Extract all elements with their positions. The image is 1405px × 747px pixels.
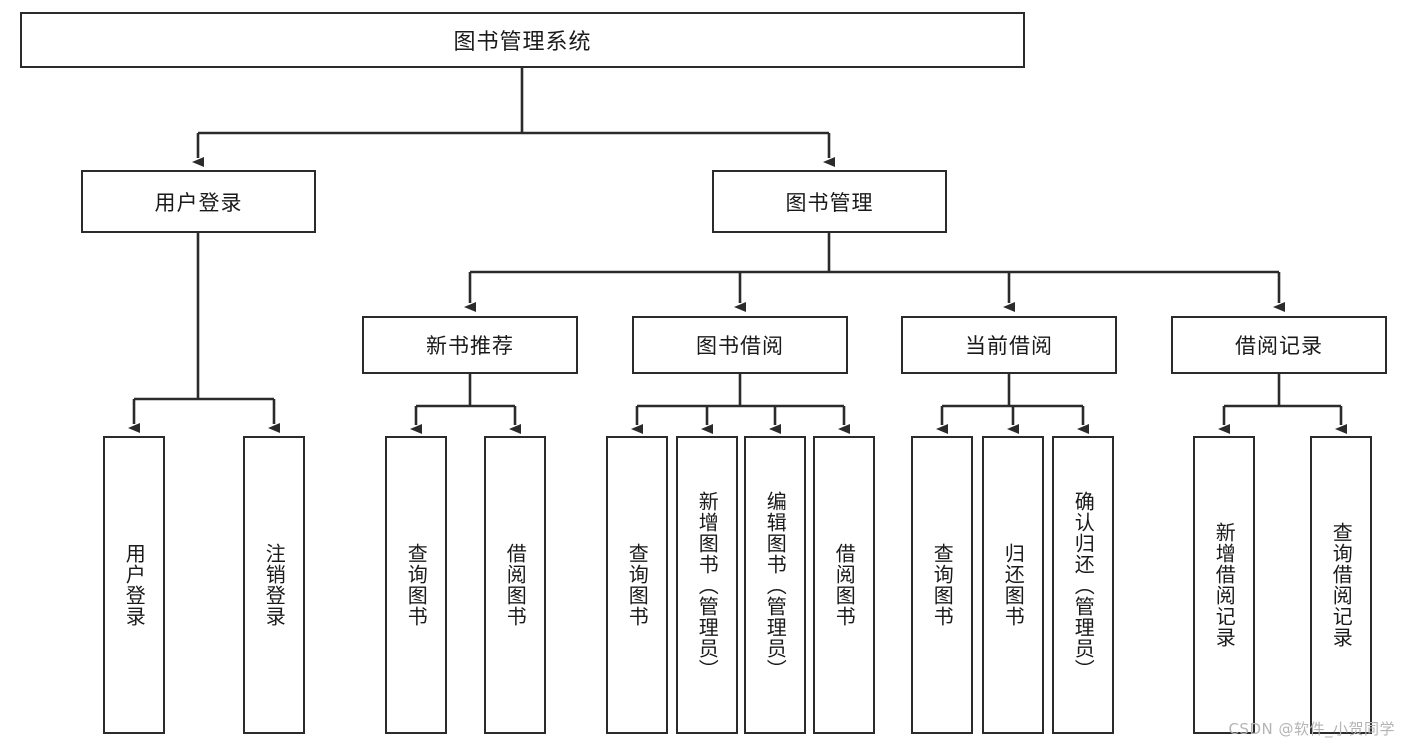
leaf-borrow-book-recommendation[interactable]: 借阅图书 [484, 436, 546, 734]
leaf-edit-book-admin[interactable]: 编辑图书（管理员） [744, 436, 806, 734]
leaf-query-borrow-record[interactable]: 查询借阅记录 [1310, 436, 1372, 734]
node-new-book-recommendation[interactable]: 新书推荐 [362, 316, 578, 374]
node-book-borrowing[interactable]: 图书借阅 [632, 316, 848, 374]
leaf-confirm-return-admin[interactable]: 确认归还（管理员） [1052, 436, 1114, 734]
leaf-logout[interactable]: 注销登录 [243, 436, 305, 734]
leaf-return-book[interactable]: 归还图书 [982, 436, 1044, 734]
leaf-query-book-recommendation[interactable]: 查询图书 [385, 436, 447, 734]
watermark-text: CSDN @软件_小贺同学 [1228, 720, 1395, 738]
node-book-management[interactable]: 图书管理 [712, 170, 947, 233]
node-current-borrowing[interactable]: 当前借阅 [901, 316, 1117, 374]
node-user-login[interactable]: 用户登录 [81, 170, 316, 233]
leaf-borrow-book[interactable]: 借阅图书 [813, 436, 875, 734]
leaf-query-book-borrowing[interactable]: 查询图书 [606, 436, 668, 734]
node-borrowing-records[interactable]: 借阅记录 [1171, 316, 1387, 374]
leaf-add-book-admin[interactable]: 新增图书（管理员） [676, 436, 738, 734]
node-root[interactable]: 图书管理系统 [20, 12, 1025, 68]
leaf-add-borrow-record[interactable]: 新增借阅记录 [1193, 436, 1255, 734]
leaf-user-login[interactable]: 用户登录 [103, 436, 165, 734]
leaf-query-book-current[interactable]: 查询图书 [911, 436, 973, 734]
